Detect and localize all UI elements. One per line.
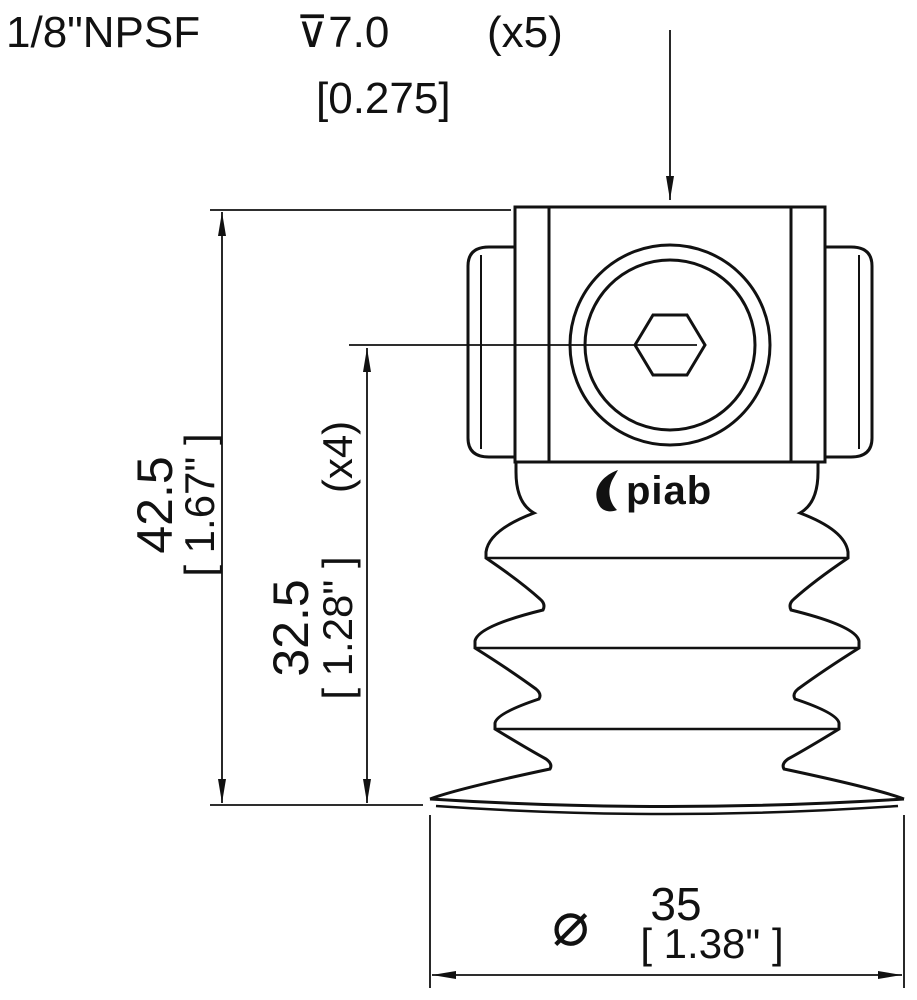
piab-logo-text: piab — [626, 469, 712, 513]
piab-logo-mark-icon — [596, 470, 618, 512]
bottom-rim-inner — [435, 804, 899, 816]
body-block — [513, 205, 827, 464]
bellows-right-profile — [781, 462, 905, 801]
fitting-body-group — [466, 205, 874, 464]
diameter-symbol-label: ⌀ — [552, 890, 589, 959]
annotation-labels: 1/8"NPSF ⊽7.0 (x5) [0.275] 42.5 [ 1.67" … — [6, 8, 784, 967]
hole-count-label: (x5) — [487, 8, 563, 57]
diameter-inch-label: [ 1.38" ] — [640, 920, 783, 967]
bottom-rim-outer — [429, 797, 905, 808]
depth-inch-label: [0.275] — [316, 74, 451, 123]
inner-count-label: (x4) — [314, 421, 361, 493]
right-port — [823, 245, 874, 459]
inner-inch-label: [ 1.28" ] — [314, 556, 361, 699]
height-mm-label: 42.5 — [127, 456, 183, 553]
bellows-left-profile — [429, 462, 553, 801]
height-inch-label: [ 1.67" ] — [176, 433, 223, 576]
diameter-mm-label: 35 — [650, 878, 701, 930]
inner-mm-label: 32.5 — [263, 579, 319, 676]
thread-spec-label: 1/8"NPSF — [6, 8, 200, 57]
dimension-graphics — [210, 30, 905, 988]
depth-spec-label: ⊽7.0 — [296, 8, 389, 57]
bellows-cup-group: piab — [429, 462, 905, 816]
left-port — [466, 245, 517, 459]
